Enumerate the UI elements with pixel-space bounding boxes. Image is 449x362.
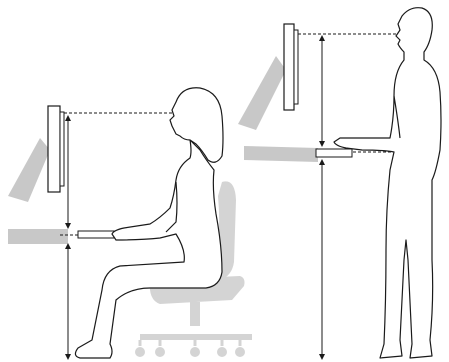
monitor-arm: [238, 56, 286, 130]
desk-surface: [8, 229, 68, 244]
standing-scene: [238, 7, 442, 360]
seated-person: [74, 87, 224, 359]
keyboard: [77, 230, 117, 239]
monitor: [283, 23, 299, 111]
monitor-arm: [8, 138, 50, 202]
standing-person: [333, 7, 442, 359]
monitor: [47, 105, 65, 193]
seated-scene: [8, 87, 252, 360]
desk-surface: [244, 146, 318, 162]
keyboard: [315, 148, 353, 158]
